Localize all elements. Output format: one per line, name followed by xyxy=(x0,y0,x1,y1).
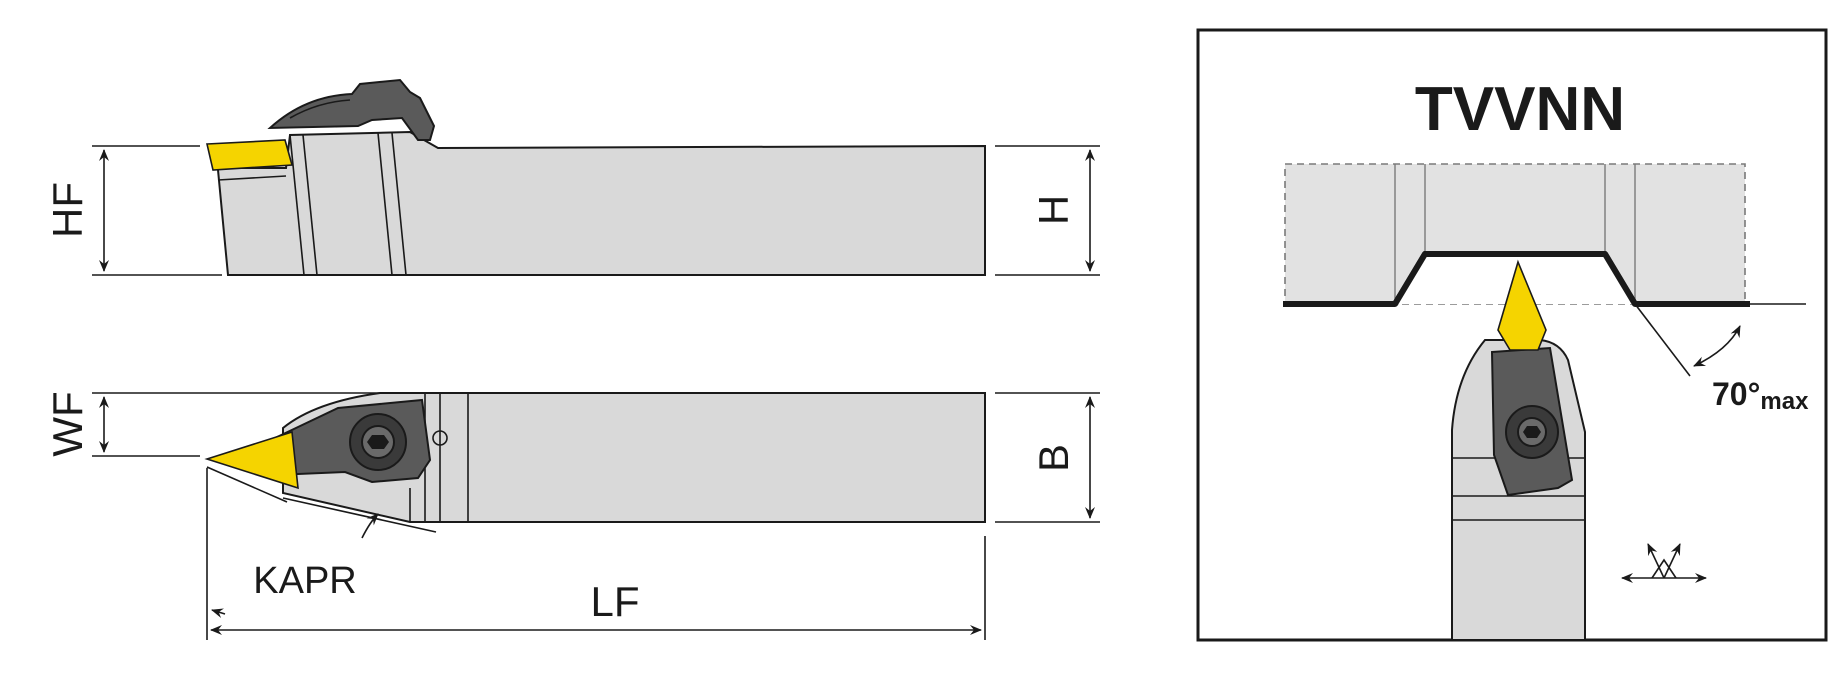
h-label: H xyxy=(1030,195,1077,225)
lf-side-arrow xyxy=(211,608,226,619)
detail-insert xyxy=(1497,259,1547,351)
kapr-label: KAPR xyxy=(253,560,356,602)
profile-edge xyxy=(1392,251,1638,306)
b-label: B xyxy=(1030,444,1077,472)
hf-label: HF xyxy=(44,182,91,238)
kapr-angle-arrow xyxy=(361,513,379,539)
shank-body-top xyxy=(217,130,986,276)
shank-body-bottom xyxy=(282,392,986,523)
kapr-edge-line xyxy=(206,466,288,503)
detail-screw-hex xyxy=(1523,426,1541,438)
body-line-2 xyxy=(302,134,318,276)
lf-label: LF xyxy=(590,578,639,625)
detail-title: TVVNN xyxy=(1415,75,1625,144)
kapr-reference-line xyxy=(282,497,437,533)
body-line-4 xyxy=(391,132,407,276)
feed-direction-icon xyxy=(1621,543,1707,583)
seat-line xyxy=(217,175,287,181)
side-view-top: HF H xyxy=(44,78,1100,276)
insert-top xyxy=(204,430,299,490)
detail-panel: TVVNN 70°max xyxy=(1196,28,1828,642)
angle-arc-arrow xyxy=(1693,325,1741,367)
insert-side xyxy=(206,139,294,171)
clamp-highlight xyxy=(289,99,351,119)
clamp-top xyxy=(267,78,436,141)
angle-reference-slope xyxy=(1634,303,1691,377)
body-line-1 xyxy=(289,134,305,276)
body-line-3 xyxy=(377,132,393,276)
pin-hole xyxy=(432,430,448,446)
side-view-bottom: KAPR WF B LF xyxy=(44,391,1100,640)
angle-label: 70°max xyxy=(1712,376,1809,415)
wf-label: WF xyxy=(44,391,91,456)
screw-hex xyxy=(367,435,389,449)
